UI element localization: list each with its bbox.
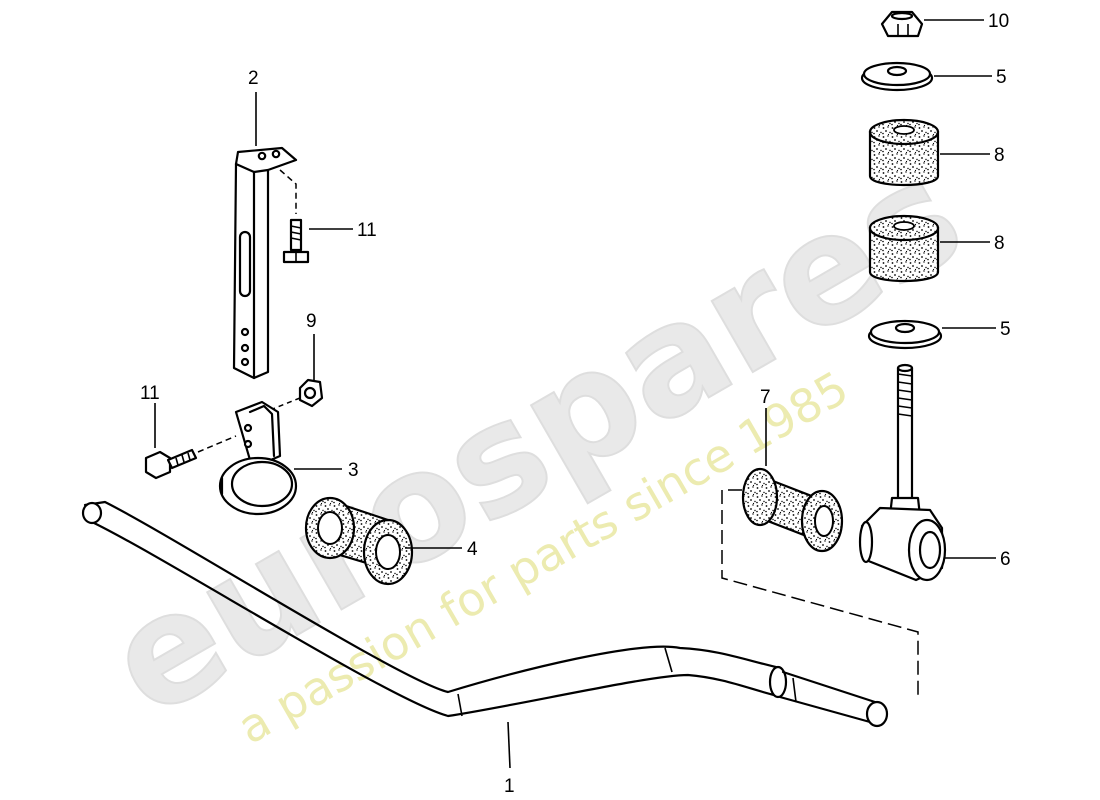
bolt-upper bbox=[282, 218, 310, 264]
callout-1: 1 bbox=[504, 776, 515, 797]
callouts: 2 11 9 11 3 4 1 7 6 10 5 8 8 5 bbox=[140, 11, 1011, 797]
callout-11-upper: 11 bbox=[357, 220, 377, 241]
washer-lower bbox=[867, 319, 943, 350]
callout-11-lower: 11 bbox=[140, 383, 160, 404]
callout-4: 4 bbox=[467, 539, 478, 560]
callout-2: 2 bbox=[248, 68, 259, 89]
nut-small bbox=[269, 378, 324, 411]
watermark-brand: eurospares bbox=[81, 126, 989, 751]
callout-6: 6 bbox=[1000, 549, 1011, 570]
drop-link bbox=[858, 363, 947, 582]
callout-7: 7 bbox=[760, 387, 771, 408]
callout-3: 3 bbox=[348, 460, 359, 481]
callout-5-lower: 5 bbox=[1000, 319, 1011, 340]
callout-8-upper: 8 bbox=[994, 145, 1005, 166]
bushing-medium bbox=[741, 467, 844, 553]
rubber-cushion-lower bbox=[868, 214, 940, 283]
assembly-bracket bbox=[721, 489, 919, 698]
stabilizer-bar bbox=[81, 500, 889, 728]
callout-8-lower: 8 bbox=[994, 233, 1005, 254]
leader-lines bbox=[154, 19, 996, 769]
lock-nut bbox=[880, 10, 924, 38]
bolt-lower bbox=[144, 435, 237, 480]
washer-upper bbox=[860, 61, 934, 92]
callout-10: 10 bbox=[988, 11, 1009, 32]
clamp bbox=[218, 400, 298, 516]
mounting-bracket bbox=[232, 146, 298, 380]
watermark: eurospares a passion for parts since 198… bbox=[80, 125, 990, 754]
bushing-large bbox=[304, 496, 414, 586]
callout-5-upper: 5 bbox=[996, 67, 1007, 88]
rubber-cushion-upper bbox=[868, 118, 940, 187]
callout-9: 9 bbox=[306, 311, 317, 332]
